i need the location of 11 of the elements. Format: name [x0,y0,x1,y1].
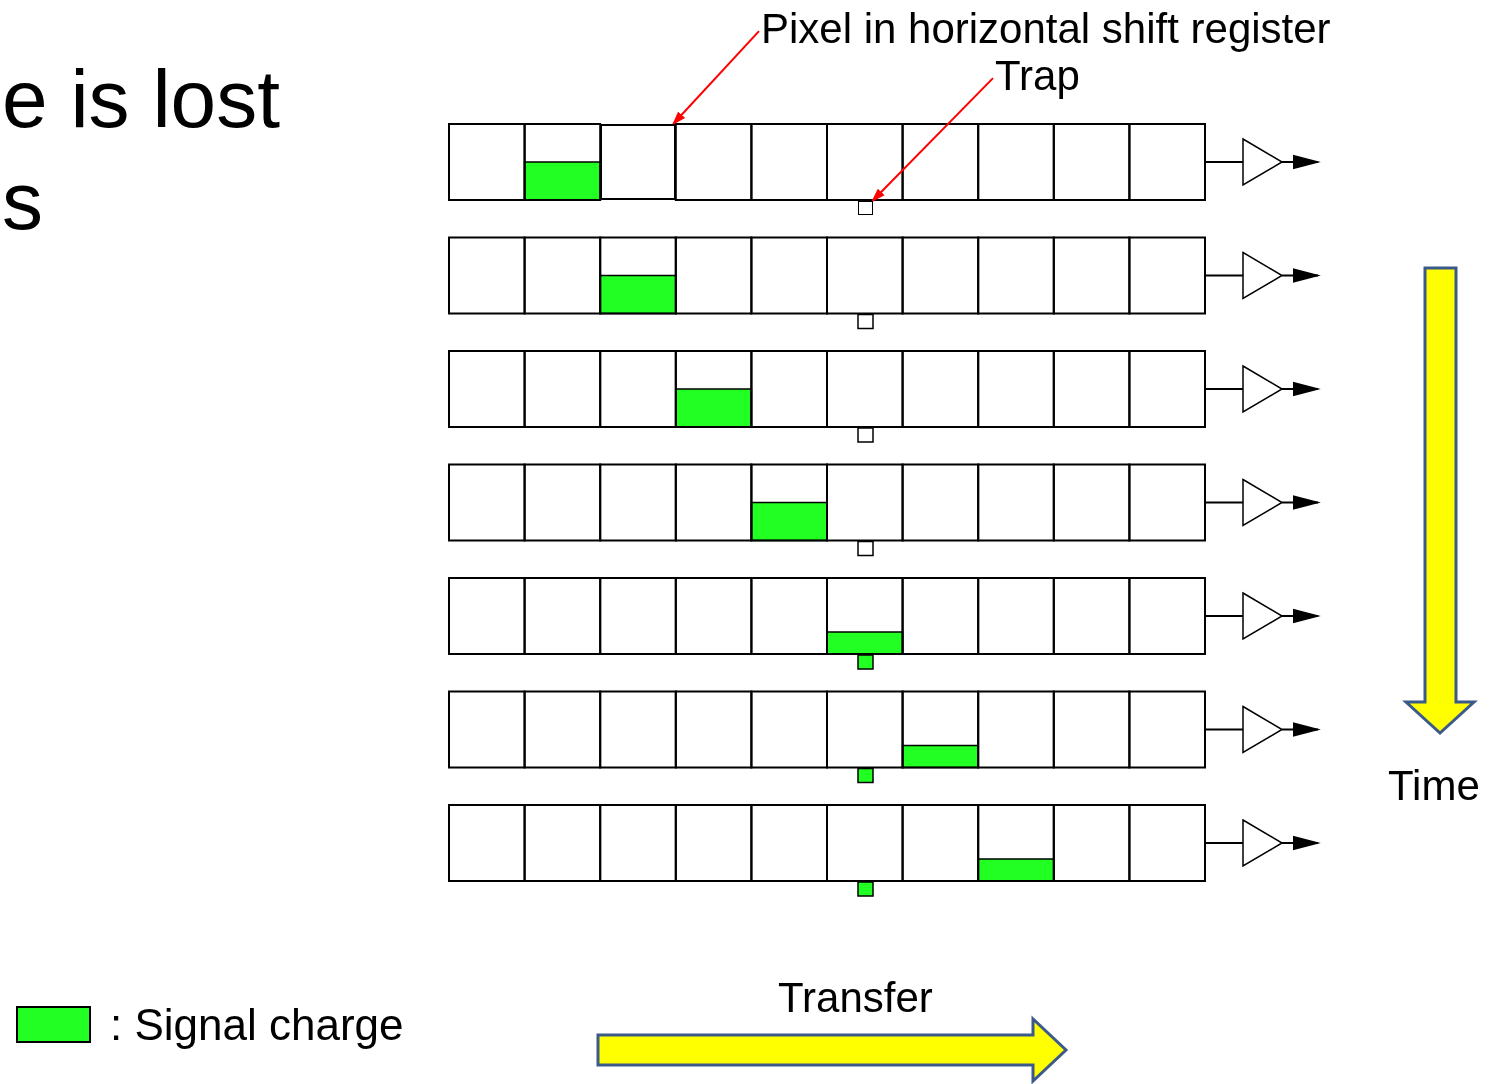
text-label: Time [1388,765,1480,807]
callout-text: Pixel in horizontal shift register [761,8,1331,50]
leader-line [672,30,760,125]
callout-text: Trap [995,55,1080,97]
text-label: e is lost [2,58,280,140]
text-label: s [2,160,43,242]
pixel-cell [600,124,676,200]
leader-line [871,77,994,202]
trap-square [858,201,873,215]
text-label: Transfer [778,977,933,1019]
legend-label: : Signal charge [110,1003,404,1047]
